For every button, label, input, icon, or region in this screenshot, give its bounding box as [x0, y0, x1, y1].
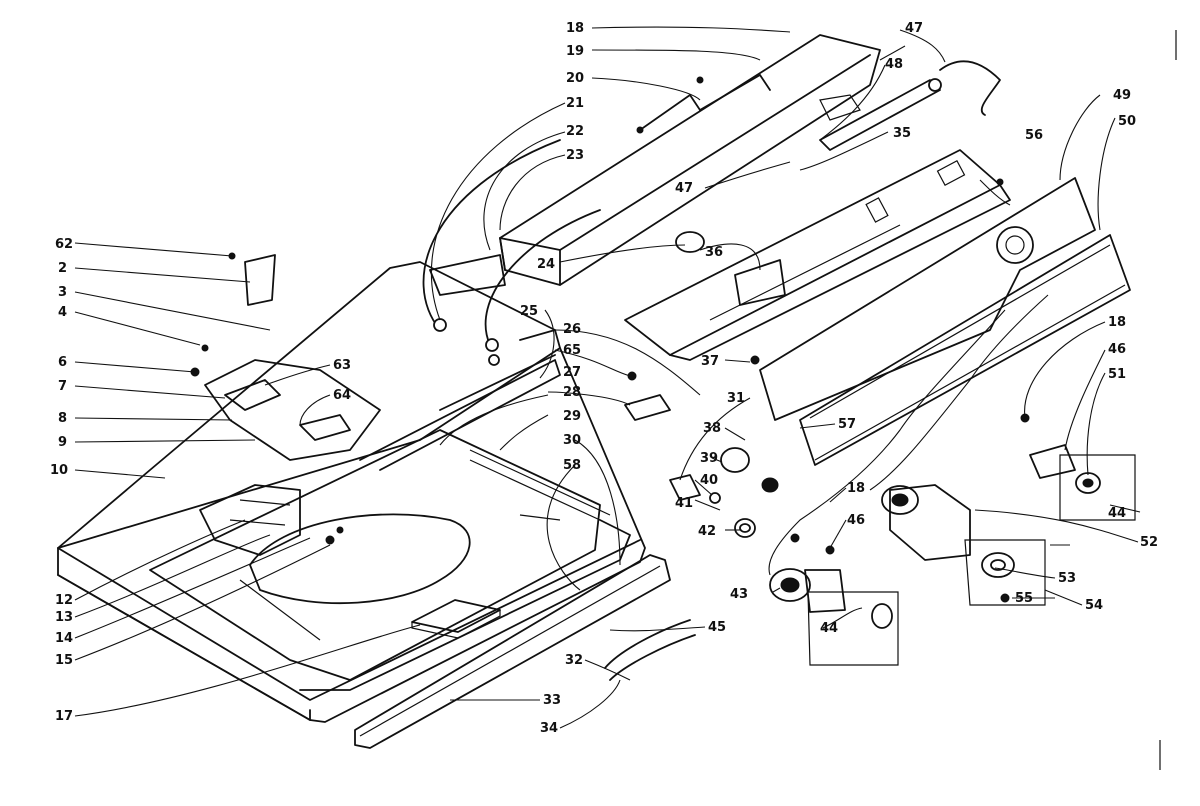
callout-32: 32 — [565, 653, 583, 668]
callout-55: 55 — [1015, 591, 1033, 606]
callout-38: 38 — [703, 421, 721, 436]
callout-43: 43 — [730, 587, 748, 602]
callout-46-center: 46 — [847, 513, 865, 528]
callout-33: 33 — [543, 693, 561, 708]
callout-42: 42 — [698, 524, 716, 539]
callout-31: 31 — [727, 391, 745, 406]
callout-48: 48 — [885, 57, 903, 72]
callout-28: 28 — [563, 385, 581, 400]
callout-64: 64 — [333, 388, 351, 403]
callout-8: 8 — [58, 411, 67, 426]
callout-44-right: 44 — [1108, 506, 1126, 521]
callout-27: 27 — [563, 365, 581, 380]
mount-bracket — [675, 231, 786, 306]
callout-labels: 18 19 20 21 22 23 62 2 3 4 6 7 8 9 10 63… — [50, 21, 1158, 736]
callout-50: 50 — [1118, 114, 1136, 129]
hinge-bracket — [190, 252, 381, 461]
callout-41: 41 — [675, 496, 693, 511]
margin-ticks — [1159, 30, 1177, 770]
callout-20: 20 — [566, 71, 584, 86]
callout-9: 9 — [58, 435, 67, 450]
callout-35: 35 — [893, 126, 911, 141]
callout-14: 14 — [55, 631, 73, 646]
lid-switch — [199, 484, 344, 556]
callout-34: 34 — [540, 721, 558, 736]
callout-17: 17 — [55, 709, 73, 724]
console-housing — [499, 34, 881, 286]
callout-36: 36 — [705, 245, 723, 260]
callout-45: 45 — [708, 620, 726, 635]
callout-15: 15 — [55, 653, 73, 668]
callout-10: 10 — [50, 463, 68, 478]
callout-29: 29 — [563, 409, 581, 424]
callout-19: 19 — [566, 44, 584, 59]
callout-6: 6 — [58, 355, 67, 370]
callout-4: 4 — [58, 305, 67, 320]
screws — [636, 76, 1030, 543]
side-switch — [1029, 444, 1136, 521]
switch-assembly — [769, 545, 899, 666]
callout-65: 65 — [563, 343, 581, 358]
callout-30: 30 — [563, 433, 581, 448]
callout-2: 2 — [58, 261, 67, 276]
leader-lines — [74, 26, 1141, 729]
callout-39: 39 — [700, 451, 718, 466]
trim-strip — [354, 554, 696, 749]
callout-12: 12 — [55, 593, 73, 608]
callout-47-top: 47 — [905, 21, 923, 36]
callout-62: 62 — [55, 237, 73, 252]
callout-21: 21 — [566, 96, 584, 111]
callout-47-mid: 47 — [675, 181, 693, 196]
callout-57: 57 — [838, 417, 856, 432]
callout-24: 24 — [537, 257, 555, 272]
callout-44-center: 44 — [820, 621, 838, 636]
timer-assembly — [881, 484, 1046, 606]
callout-51: 51 — [1108, 367, 1126, 382]
callout-49: 49 — [1113, 88, 1131, 103]
callout-54: 54 — [1085, 598, 1103, 613]
callout-18-right: 18 — [1108, 315, 1126, 330]
callout-18-center: 18 — [847, 481, 865, 496]
callout-40: 40 — [700, 473, 718, 488]
callout-63: 63 — [333, 358, 351, 373]
callout-7: 7 — [58, 379, 67, 394]
small-bracket — [624, 371, 671, 421]
callout-56: 56 — [1025, 128, 1043, 143]
callout-58: 58 — [563, 458, 581, 473]
callout-53: 53 — [1058, 571, 1076, 586]
knob-parts — [669, 447, 779, 538]
backsplash — [759, 177, 1131, 466]
callout-26: 26 — [563, 322, 581, 337]
callout-46-right: 46 — [1108, 342, 1126, 357]
callout-23: 23 — [566, 148, 584, 163]
callout-37: 37 — [701, 354, 719, 369]
callout-13: 13 — [55, 610, 73, 625]
callout-22: 22 — [566, 124, 584, 139]
callout-52: 52 — [1140, 535, 1158, 550]
callout-18: 18 — [566, 21, 584, 36]
callout-25: 25 — [520, 304, 538, 319]
rod-part — [819, 60, 1001, 151]
callout-3: 3 — [58, 285, 67, 300]
